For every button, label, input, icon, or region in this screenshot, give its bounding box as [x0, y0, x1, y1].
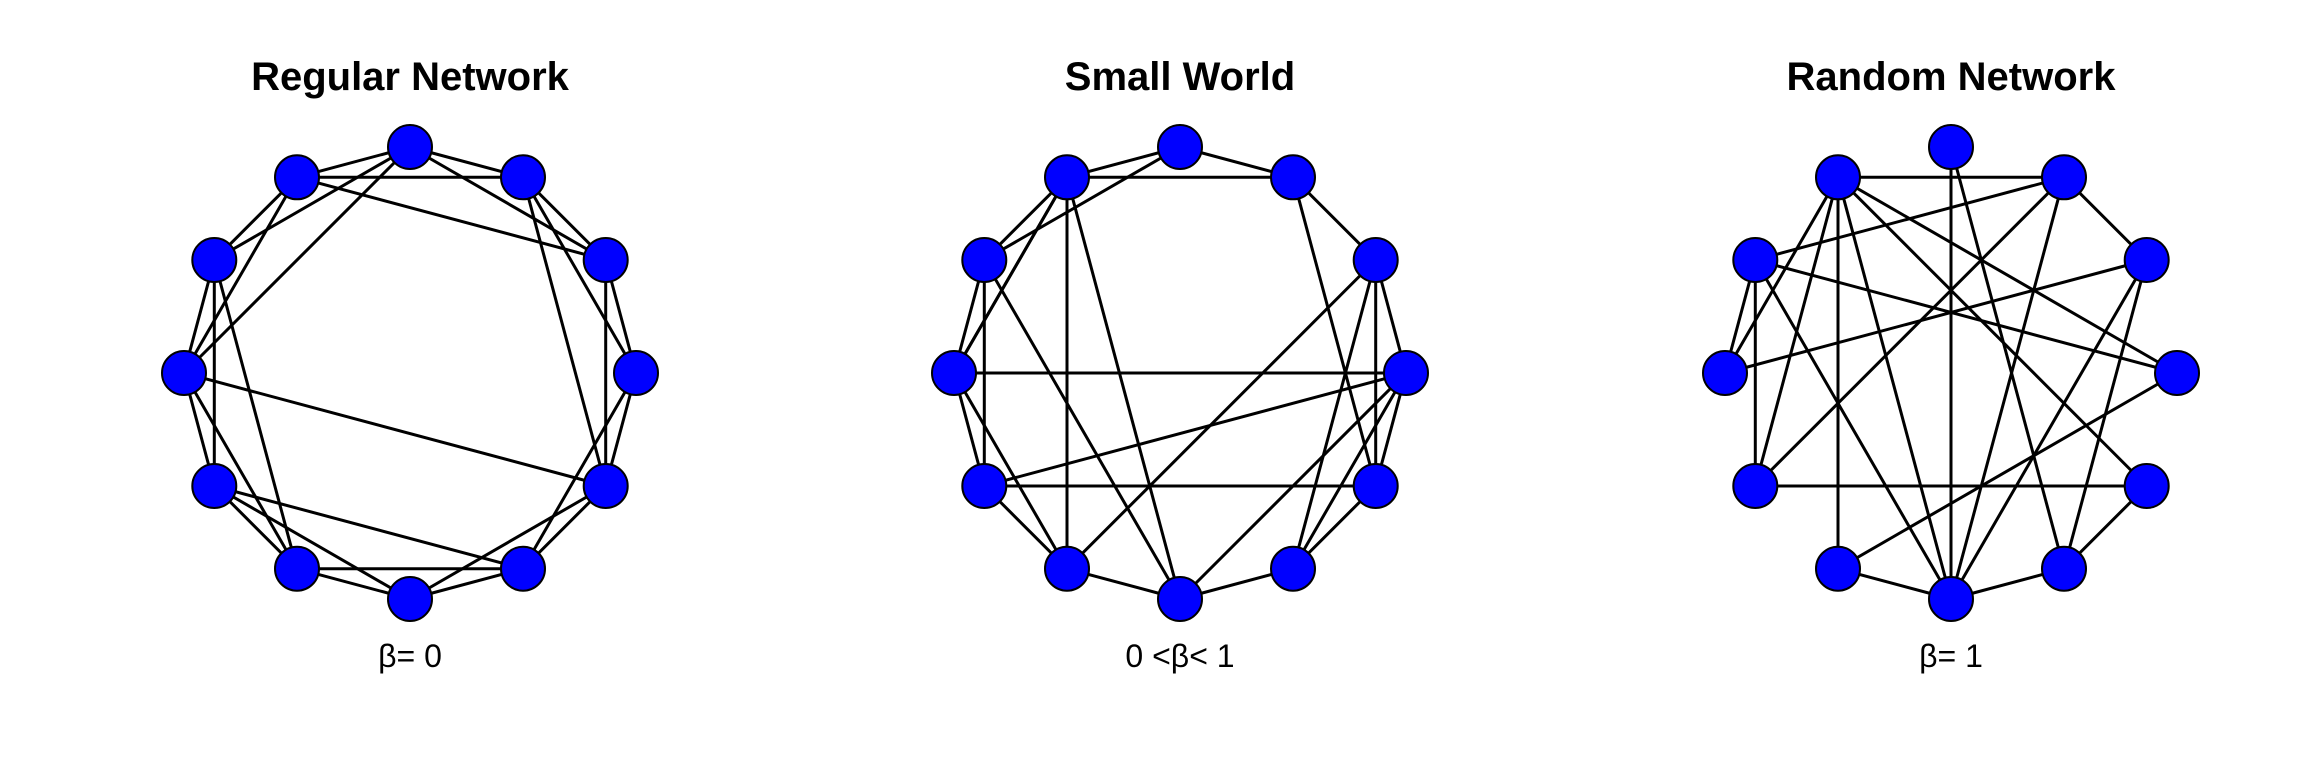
- small-world-edge-11-6: [1065, 176, 1182, 600]
- random-network-edges: [1723, 146, 2178, 601]
- regular-network-edge-7-10: [212, 259, 299, 570]
- random-network-edge-10-3: [1754, 258, 2178, 375]
- regular-network-node-7: [274, 545, 320, 592]
- regular-network-edge-1-3: [521, 176, 638, 374]
- panel-caption-beta-between: 0 <β< 1: [1125, 638, 1234, 674]
- small-world-panel: Small World 0 <β< 1: [931, 55, 1429, 674]
- small-world-node-1: [1270, 154, 1316, 201]
- small-world-edge-10-6: [983, 259, 1182, 600]
- random-network-node-11: [1815, 154, 1861, 201]
- random-network-edge-11-4: [1836, 176, 2148, 488]
- random-network-edge-10-1: [1754, 175, 2065, 262]
- small-world-nodes: [931, 124, 1429, 622]
- random-network-node-6: [1928, 576, 1974, 622]
- small-world-edges: [952, 145, 1408, 601]
- regular-network-nodes: [161, 124, 659, 622]
- regular-network-node-6: [387, 576, 433, 622]
- small-world-node-3: [1383, 350, 1429, 396]
- small-world-edge-3-5: [1291, 372, 1408, 570]
- panel-caption-beta-zero: β= 0: [378, 638, 442, 674]
- panel-title-small-world: Small World: [1065, 55, 1295, 99]
- regular-network-edge-3-5: [521, 372, 638, 570]
- regular-network-edge-5-8: [213, 484, 524, 571]
- regular-network-node-3: [613, 350, 659, 396]
- small-world-node-10: [961, 237, 1008, 283]
- small-world-edge-1-4: [1291, 176, 1378, 487]
- random-network-edge-2-6: [1949, 259, 2148, 600]
- regular-network-node-11: [274, 154, 320, 201]
- random-network-edge-10-6: [1754, 259, 1953, 600]
- regular-network-node-10: [191, 237, 238, 283]
- regular-network-edges: [182, 145, 638, 601]
- regular-network-panel: Regular Network β= 0: [161, 55, 659, 674]
- small-world-node-7: [1044, 545, 1090, 592]
- random-network-edge-2-9: [1724, 258, 2148, 375]
- random-network-node-2: [2123, 237, 2170, 283]
- random-network-node-9: [1702, 350, 1748, 396]
- random-network-nodes: [1702, 124, 2200, 622]
- small-world-node-9: [931, 350, 977, 396]
- regular-network-node-5: [500, 545, 546, 592]
- random-network-edge-0-5: [1949, 146, 2066, 570]
- small-world-edge-10-0: [983, 145, 1181, 262]
- random-network-edge-3-7: [1837, 371, 2178, 570]
- random-network-edge-11-3: [1837, 176, 2178, 375]
- regular-network-edge-11-2: [296, 175, 607, 262]
- random-network-node-4: [2123, 463, 2170, 509]
- small-world-node-2: [1352, 237, 1399, 283]
- regular-network-edge-6-8: [213, 484, 411, 601]
- random-network-edge-11-9: [1723, 176, 1840, 374]
- small-world-node-6: [1157, 576, 1203, 622]
- regular-network-edge-4-6: [409, 484, 607, 601]
- random-network-node-7: [1815, 545, 1861, 592]
- regular-network-edge-0-9: [182, 145, 412, 375]
- small-world-edge-3-8: [983, 371, 1407, 488]
- regular-network-edge-10-0: [213, 145, 411, 262]
- small-world-node-11: [1044, 154, 1090, 201]
- regular-network-node-9: [161, 350, 207, 396]
- regular-network-node-2: [582, 237, 629, 283]
- small-world-node-5: [1270, 545, 1316, 592]
- panel-title-regular-network: Regular Network: [251, 55, 570, 99]
- random-network-panel: Random Network β= 1: [1702, 55, 2200, 674]
- regular-network-node-4: [582, 463, 629, 509]
- panel-title-random-network: Random Network: [1787, 55, 2117, 99]
- regular-network-edge-7-9: [182, 372, 299, 570]
- small-world-edge-7-2: [1065, 258, 1377, 570]
- panel-caption-beta-one: β= 1: [1919, 638, 1983, 674]
- regular-network-edge-1-4: [521, 176, 608, 487]
- regular-network-node-8: [191, 463, 238, 509]
- small-world-node-8: [961, 463, 1008, 509]
- random-network-edge-1-8: [1754, 176, 2066, 488]
- random-network-node-1: [2041, 154, 2087, 201]
- small-world-edge-2-5: [1291, 259, 1378, 570]
- random-network-node-0: [1928, 124, 1974, 170]
- random-network-node-8: [1732, 463, 1779, 509]
- regular-network-node-1: [500, 154, 546, 201]
- small-world-edge-7-9: [952, 372, 1069, 570]
- regular-network-node-0: [387, 124, 433, 170]
- random-network-edge-11-6: [1836, 176, 1953, 600]
- small-world-node-4: [1352, 463, 1399, 509]
- regular-network-edge-4-9: [183, 371, 607, 488]
- regular-network-edge-9-11: [182, 176, 299, 374]
- random-network-edge-1-6: [1949, 176, 2066, 600]
- regular-network-edge-0-2: [409, 145, 607, 262]
- random-network-node-3: [2154, 350, 2200, 396]
- small-world-node-0: [1157, 124, 1203, 170]
- small-world-edge-11-9: [952, 176, 1069, 374]
- random-network-node-10: [1732, 237, 1779, 283]
- random-network-node-5: [2041, 545, 2087, 592]
